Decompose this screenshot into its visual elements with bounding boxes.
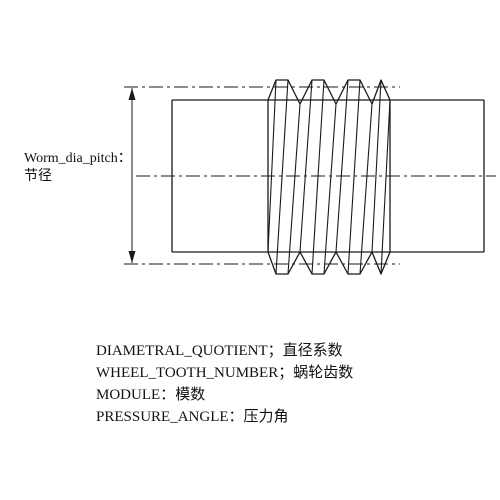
parameter-separator: ； xyxy=(267,343,283,359)
parameter-item-module: MODULE：模数 xyxy=(96,384,353,406)
dimension-label-chinese: 节径 xyxy=(24,168,52,186)
dimension-arrow-bottom xyxy=(128,251,136,263)
dimension-name: Worm_dia_pitch xyxy=(24,151,118,166)
parameter-key: MODULE xyxy=(96,387,161,403)
parameter-chinese: 蜗轮齿数 xyxy=(293,365,354,381)
parameter-legend: DIAMETRAL_QUOTIENT；直径系数 WHEEL_TOOTH_NUMB… xyxy=(96,340,353,428)
dimension-separator: ： xyxy=(117,151,132,166)
parameter-separator: ： xyxy=(160,387,176,403)
worm-gear-drawing xyxy=(124,79,496,275)
parameter-key: WHEEL_TOOTH_NUMBER xyxy=(96,365,279,381)
worm-thread-flanks xyxy=(267,79,391,275)
parameter-separator: ； xyxy=(278,365,294,381)
parameter-key: PRESSURE_ANGLE xyxy=(96,409,229,425)
parameter-item-pressure-angle: PRESSURE_ANGLE：压力角 xyxy=(96,406,353,428)
parameter-separator: ： xyxy=(228,409,244,425)
parameter-chinese: 直径系数 xyxy=(282,343,343,359)
parameter-chinese: 压力角 xyxy=(243,409,289,425)
parameter-chinese: 模数 xyxy=(175,387,206,403)
parameter-item-wheel-tooth-number: WHEEL_TOOTH_NUMBER；蜗轮齿数 xyxy=(96,362,353,384)
parameter-item-diametral-quotient: DIAMETRAL_QUOTIENT；直径系数 xyxy=(96,340,353,362)
parameter-key: DIAMETRAL_QUOTIENT xyxy=(96,343,268,359)
dimension-arrow-top xyxy=(128,88,136,100)
dimension-chinese: 节径 xyxy=(24,169,52,184)
dimension-label: Worm_dia_pitch： xyxy=(24,150,132,168)
